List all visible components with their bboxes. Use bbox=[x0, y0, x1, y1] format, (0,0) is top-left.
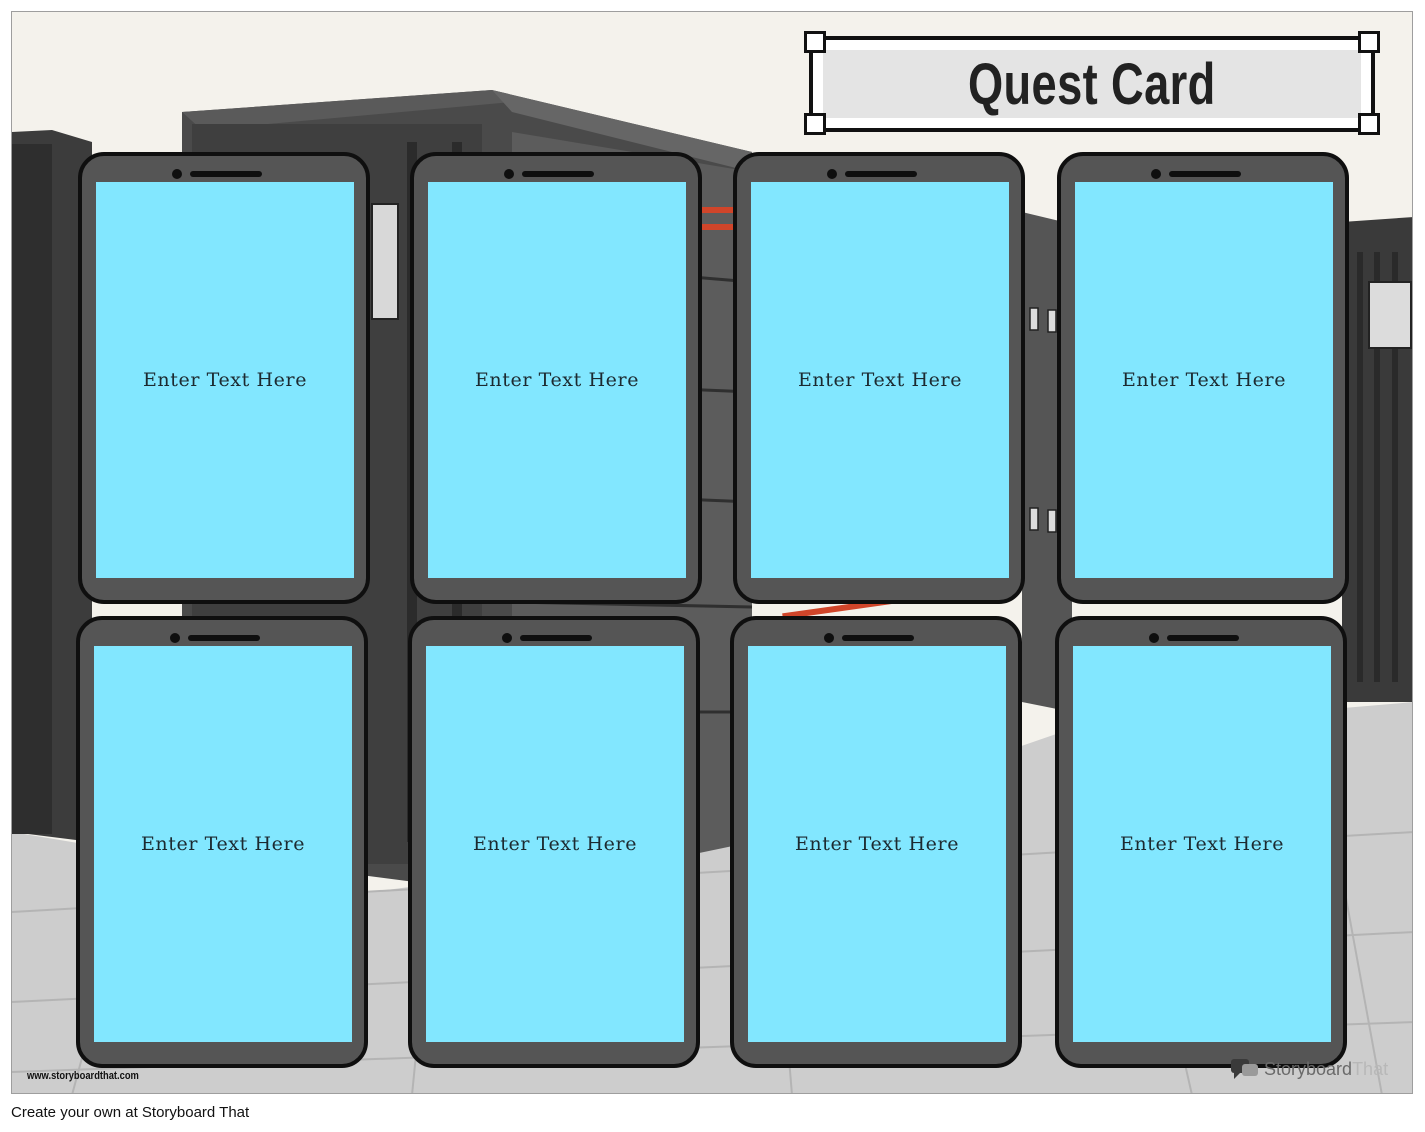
storyboard-canvas: Quest Card Enter Text Here Enter Text He… bbox=[11, 11, 1413, 1094]
camera-icon bbox=[824, 633, 834, 643]
phone-card-5[interactable]: Enter Text Here bbox=[76, 616, 368, 1068]
card-text[interactable]: Enter Text Here bbox=[794, 833, 960, 855]
phone-card-6[interactable]: Enter Text Here bbox=[408, 616, 700, 1068]
resize-handle-top-right[interactable] bbox=[1358, 31, 1380, 53]
card-text[interactable]: Enter Text Here bbox=[797, 369, 963, 391]
phone-card-3[interactable]: Enter Text Here bbox=[733, 152, 1025, 604]
speaker-icon bbox=[845, 171, 917, 177]
phone-card-8[interactable]: Enter Text Here bbox=[1055, 616, 1347, 1068]
speaker-icon bbox=[190, 171, 262, 177]
camera-icon bbox=[172, 169, 182, 179]
card-text[interactable]: Enter Text Here bbox=[474, 369, 640, 391]
phone-card-4[interactable]: Enter Text Here bbox=[1057, 152, 1349, 604]
card-text[interactable]: Enter Text Here bbox=[140, 833, 306, 855]
phone-card-2[interactable]: Enter Text Here bbox=[410, 152, 702, 604]
phone-screen[interactable]: Enter Text Here bbox=[426, 646, 684, 1042]
phone-screen[interactable]: Enter Text Here bbox=[94, 646, 352, 1042]
speaker-icon bbox=[1169, 171, 1241, 177]
brand-name-dark: Storyboard bbox=[1264, 1058, 1353, 1079]
page-title[interactable]: Quest Card bbox=[968, 51, 1216, 117]
resize-handle-bottom-left[interactable] bbox=[804, 113, 826, 135]
camera-icon bbox=[170, 633, 180, 643]
card-text[interactable]: Enter Text Here bbox=[142, 369, 308, 391]
speaker-icon bbox=[522, 171, 594, 177]
brand-name-light: That bbox=[1352, 1058, 1389, 1079]
title-panel: Quest Card bbox=[823, 50, 1361, 118]
card-text[interactable]: Enter Text Here bbox=[472, 833, 638, 855]
speaker-icon bbox=[842, 635, 914, 641]
card-text[interactable]: Enter Text Here bbox=[1119, 833, 1285, 855]
camera-icon bbox=[827, 169, 837, 179]
camera-icon bbox=[504, 169, 514, 179]
speaker-icon bbox=[188, 635, 260, 641]
card-text[interactable]: Enter Text Here bbox=[1121, 369, 1287, 391]
speaker-icon bbox=[1167, 635, 1239, 641]
create-your-own-link[interactable]: Create your own at Storyboard That bbox=[11, 1104, 250, 1121]
phone-screen[interactable]: Enter Text Here bbox=[1075, 182, 1333, 578]
camera-icon bbox=[1149, 633, 1159, 643]
camera-icon bbox=[1151, 169, 1161, 179]
phone-screen[interactable]: Enter Text Here bbox=[428, 182, 686, 578]
phone-screen[interactable]: Enter Text Here bbox=[751, 182, 1009, 578]
phone-screen[interactable]: Enter Text Here bbox=[96, 182, 354, 578]
phone-screen[interactable]: Enter Text Here bbox=[748, 646, 1006, 1042]
website-url: www.storyboardthat.com bbox=[27, 1070, 139, 1082]
phone-card-7[interactable]: Enter Text Here bbox=[730, 616, 1022, 1068]
phone-card-1[interactable]: Enter Text Here bbox=[78, 152, 370, 604]
resize-handle-bottom-right[interactable] bbox=[1358, 113, 1380, 135]
speech-bubble-icon bbox=[1231, 1059, 1258, 1079]
speaker-icon bbox=[520, 635, 592, 641]
camera-icon bbox=[502, 633, 512, 643]
title-banner: Quest Card bbox=[809, 36, 1375, 132]
phone-screen[interactable]: Enter Text Here bbox=[1073, 646, 1331, 1042]
resize-handle-top-left[interactable] bbox=[804, 31, 826, 53]
